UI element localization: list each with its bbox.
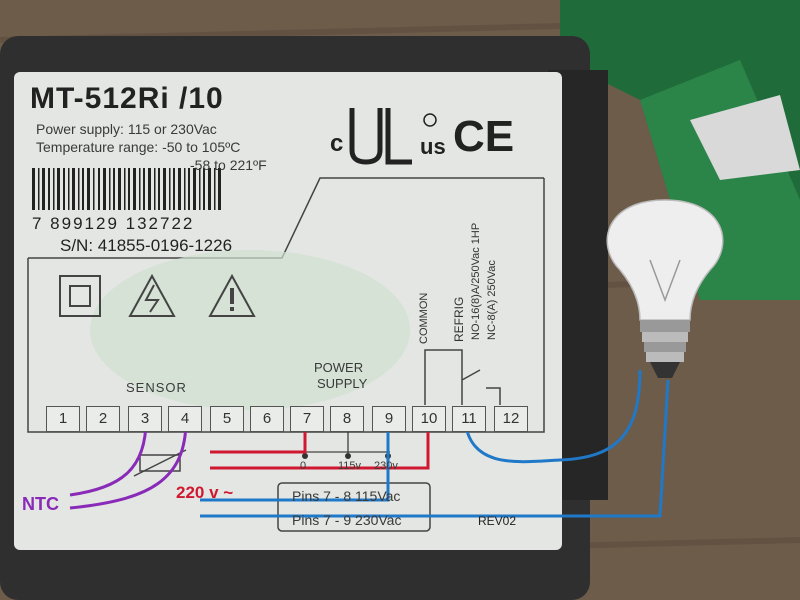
- load-wire-terminal9: [200, 420, 390, 502]
- barcode-number: 7 899129 132722: [32, 214, 195, 233]
- nc-rating-label: NC-8(A) 250Vac: [486, 260, 498, 340]
- power-supply-spec: Power supply: 115 or 230Vac: [36, 121, 217, 137]
- registered-mark: [423, 113, 437, 127]
- serial-number: S/N: 41855-0196-1226: [60, 236, 233, 255]
- lower-frame: [27, 178, 545, 433]
- no-rating-label: NO-16(8)A/250Vac 1HP: [470, 222, 482, 340]
- common-label: COMMON: [418, 292, 430, 344]
- ntc-wire-a: [69, 419, 148, 497]
- standby-square-inner: [69, 285, 91, 307]
- load-wire-lamp: [200, 379, 670, 518]
- power-label: POWER: [314, 360, 364, 375]
- supply-220v-annotation: 220 v ~: [176, 483, 234, 502]
- light-bulb-icon: [606, 199, 724, 378]
- terminal-4: 4: [168, 406, 202, 432]
- terminal-5: 5: [210, 406, 244, 432]
- pins-230-note: Pins 7 - 9 230Vac: [292, 512, 402, 528]
- ul-logo: [349, 108, 412, 165]
- relay-symbol: [424, 349, 501, 405]
- temperature-range-c: Temperature range: -50 to 105ºC: [36, 139, 241, 155]
- power-wire-top: [210, 446, 307, 454]
- node-7: [302, 453, 308, 459]
- full-gauge-watermark: [90, 250, 410, 410]
- terminal-6: 6: [250, 406, 284, 432]
- refrig-label: REFRIG: [452, 296, 466, 342]
- pins-box: [277, 482, 431, 532]
- pins-115-note: Pins 7 - 8 115Vac: [292, 488, 401, 504]
- electric-shock-warning-icon: [128, 273, 176, 317]
- revision-label: REV02: [478, 514, 517, 528]
- terminal-10: 10: [412, 406, 446, 432]
- terminal-3: 3: [128, 406, 162, 432]
- exclamation-warning-icon: [208, 273, 256, 317]
- ntc-annotation: NTC: [22, 494, 59, 514]
- ce-mark: CE: [453, 112, 515, 161]
- terminal-1: 1: [46, 406, 80, 432]
- voltage-115-label: 115v: [338, 460, 362, 472]
- box-inner: [690, 95, 800, 180]
- voltage-0-label: 0: [300, 460, 307, 472]
- thermistor-icon: [133, 449, 187, 477]
- barcode: [32, 168, 221, 210]
- sensor-label: SENSOR: [126, 380, 187, 395]
- terminal-11: 11: [452, 406, 486, 432]
- ul-c-mark: c: [330, 130, 344, 157]
- voltage-230-label: 230v: [374, 460, 398, 472]
- terminal-7: 7: [290, 406, 324, 432]
- terminal-2: 2: [86, 406, 120, 432]
- section-divider: [28, 177, 544, 259]
- load-wire-terminal11: [463, 369, 642, 464]
- supply-label: SUPPLY: [317, 376, 368, 391]
- terminal-8: 8: [330, 406, 364, 432]
- terminal-9: 9: [372, 406, 406, 432]
- terminal-12: 12: [494, 406, 528, 432]
- temperature-range-f: -58 to 221ºF: [190, 157, 267, 173]
- model-number: MT-512Ri /10: [30, 82, 224, 115]
- ntc-wire-b: [69, 419, 188, 510]
- ul-us-mark: us: [420, 134, 446, 159]
- standby-square-icon: [59, 275, 101, 317]
